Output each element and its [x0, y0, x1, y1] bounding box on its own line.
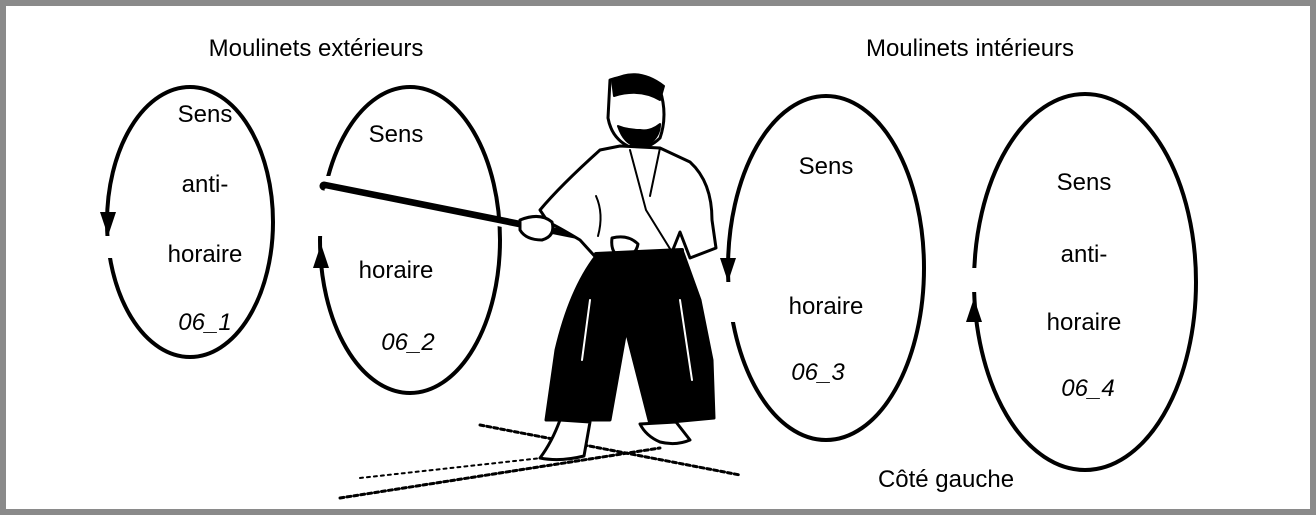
ellipse-word: anti-	[182, 171, 229, 198]
ellipse-word: horaire	[789, 293, 864, 320]
ellipse-gap	[964, 268, 984, 292]
ellipse-code: 06_2	[381, 329, 434, 356]
ellipse-word: horaire	[359, 257, 434, 284]
ellipse-path	[974, 94, 1196, 470]
ellipse-code: 06_4	[1061, 375, 1114, 402]
hakama	[546, 250, 714, 424]
ellipse-code: 06_1	[178, 309, 231, 336]
ellipse-word: anti-	[1061, 241, 1108, 268]
ellipse-word: Sens	[1057, 169, 1112, 196]
ellipse-06-1: Sens anti- horaire 06_1	[100, 87, 273, 357]
arrow-down-icon	[720, 258, 736, 282]
ellipse-word: horaire	[1047, 309, 1122, 336]
arrow-up-icon	[966, 298, 982, 322]
foot-back	[640, 422, 690, 444]
floor-line	[480, 425, 740, 475]
ellipse-gap	[100, 236, 120, 258]
arrow-up-icon	[313, 244, 329, 268]
ellipse-word: horaire	[168, 241, 243, 268]
ellipse-06-4: Sens anti- horaire 06_4	[964, 94, 1196, 470]
footer-label: Côté gauche	[878, 466, 1014, 493]
floor-line	[340, 448, 660, 498]
header-inner: Moulinets intérieurs	[866, 35, 1074, 62]
ellipse-code: 06_3	[791, 359, 845, 386]
ellipse-word: Sens	[799, 153, 854, 180]
ellipse-gap	[718, 282, 738, 322]
ellipse-word: Sens	[369, 121, 424, 148]
foot-front	[540, 420, 590, 460]
ellipse-06-3: Sens horaire 06_3	[718, 96, 924, 440]
ellipse-word: Sens	[178, 101, 233, 128]
ellipse-06-2: Sens horaire 06_2	[313, 87, 500, 393]
arrow-down-icon	[100, 212, 116, 236]
hand-front	[520, 216, 553, 240]
header-outer: Moulinets extérieurs	[209, 35, 424, 62]
ellipse-path	[728, 96, 924, 440]
